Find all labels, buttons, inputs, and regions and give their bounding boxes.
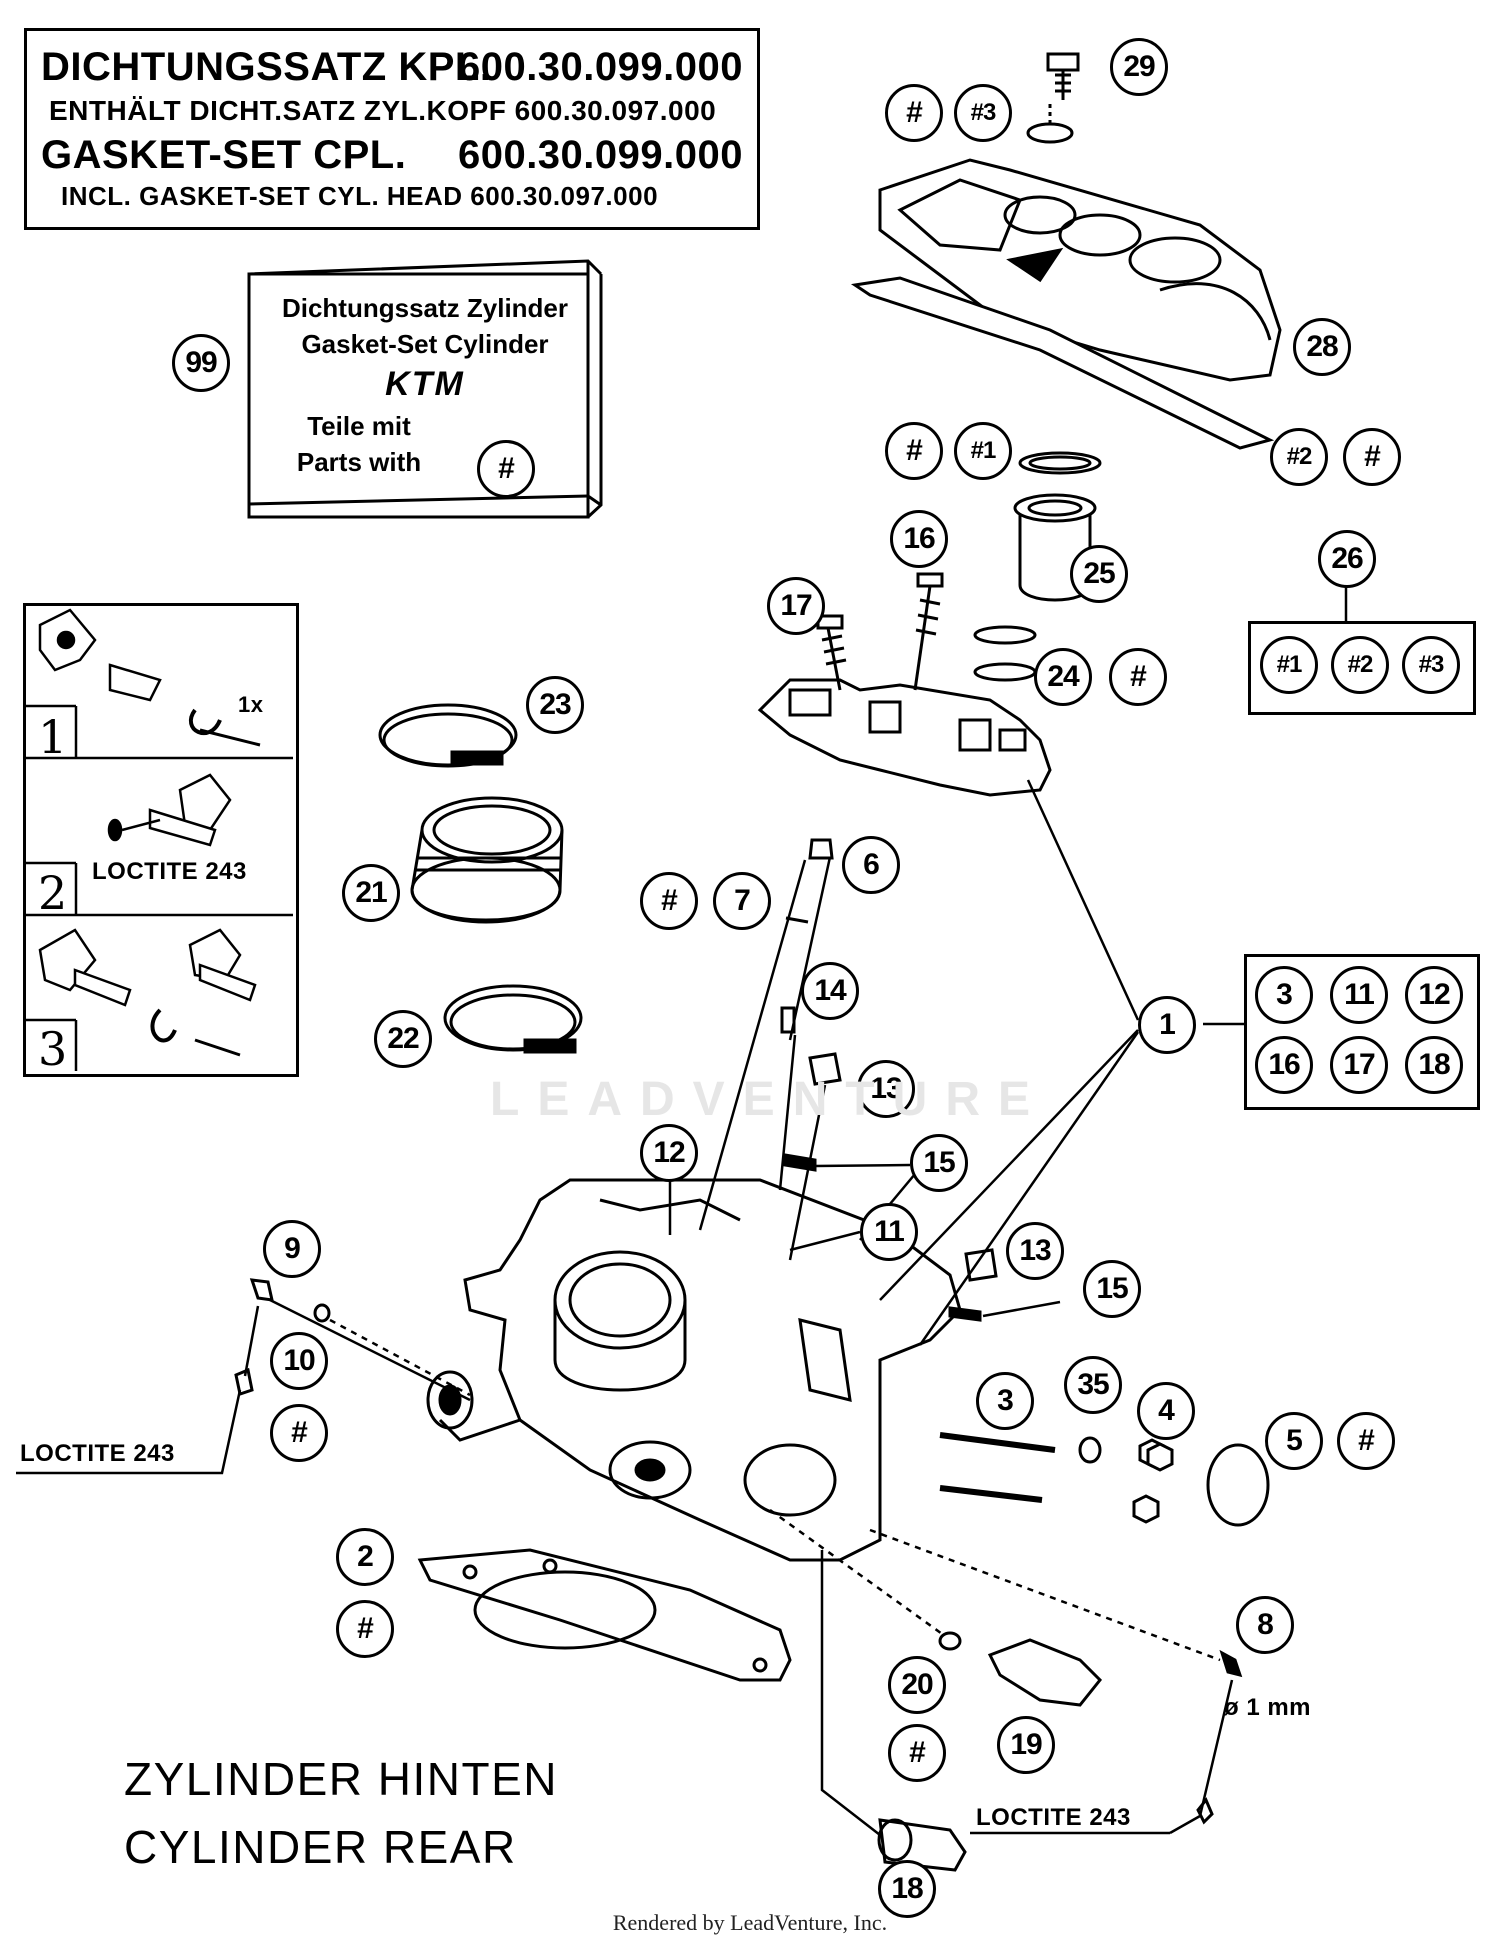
callout-16: 16 bbox=[890, 510, 948, 568]
turn-count-label: 1x bbox=[238, 692, 264, 717]
callout-hash-20: # bbox=[888, 1724, 946, 1782]
callout-5: 5 bbox=[1265, 1412, 1323, 1470]
callout-4: 4 bbox=[1137, 1382, 1195, 1440]
instruction-panel: 1 1x 2 LOCTITE 243 3 bbox=[23, 603, 299, 1077]
callout-15b: 15 bbox=[1083, 1260, 1141, 1318]
callout-7: 7 bbox=[713, 872, 771, 930]
legend-1-item-12: 12 bbox=[1405, 966, 1463, 1024]
loctite-label-left: LOCTITE 243 bbox=[20, 1440, 175, 1467]
callout-hash-5: # bbox=[1337, 1412, 1395, 1470]
callout-20: 20 bbox=[888, 1656, 946, 1714]
callout-hash2-gasket: #2 bbox=[1270, 428, 1328, 486]
callout-1: 1 bbox=[1138, 996, 1196, 1054]
callout-22: 22 bbox=[374, 1010, 432, 1068]
gasket-set-en-label: GASKET-SET CPL. bbox=[41, 133, 407, 177]
footer-credit: Rendered by LeadVenture, Inc. bbox=[612, 1910, 888, 1935]
gasket-kit-box: Dichtungssatz Zylinder Gasket-Set Cylind… bbox=[249, 261, 601, 517]
instruction-step-3: 3 bbox=[38, 1022, 68, 1076]
legend-1-item-16: 16 bbox=[1255, 1036, 1313, 1094]
legend-1-item-3: 3 bbox=[1255, 966, 1313, 1024]
callout-3: 3 bbox=[976, 1372, 1034, 1430]
legend-26-item-2: #2 bbox=[1331, 636, 1389, 694]
callout-hash3-29b: #3 bbox=[954, 84, 1012, 142]
callout-hash-29a: # bbox=[885, 84, 943, 142]
callout-10: 10 bbox=[270, 1332, 328, 1390]
callout-26: 26 bbox=[1318, 530, 1376, 588]
callout-13a: 13 bbox=[857, 1060, 915, 1118]
diagram-title-en: CYLINDER REAR bbox=[124, 1821, 517, 1873]
callout-11: 11 bbox=[860, 1203, 918, 1261]
gasket-set-en-includes: INCL. GASKET-SET CYL. HEAD 600.30.097.00… bbox=[61, 181, 659, 211]
callout-29: 29 bbox=[1110, 38, 1168, 96]
gasket-set-de-label: DICHTUNGSSATZ KPL. bbox=[41, 45, 492, 89]
legend-1-item-17: 17 bbox=[1330, 1036, 1388, 1094]
callout-23: 23 bbox=[526, 676, 584, 734]
callout-2: 2 bbox=[336, 1528, 394, 1586]
watermark: LEADVENTURE bbox=[490, 1073, 1049, 1126]
legend-box-1: 3 11 12 16 17 18 bbox=[1244, 954, 1480, 1110]
kit-box-title-en: Gasket-Set Cylinder bbox=[301, 329, 549, 359]
callout-hash-gasket: # bbox=[1343, 428, 1401, 486]
callout-24: 24 bbox=[1034, 648, 1092, 706]
gasket-set-header-box: DICHTUNGSSATZ KPL. 600.30.099.000 ENTHÄL… bbox=[24, 28, 760, 230]
callout-9: 9 bbox=[263, 1220, 321, 1278]
callout-8: 8 bbox=[1236, 1596, 1294, 1654]
gasket-set-en-number: 600.30.099.000 bbox=[457, 133, 743, 177]
callout-hash-7: # bbox=[640, 872, 698, 930]
callout-hash-24: # bbox=[1109, 648, 1167, 706]
callout-hash-2: # bbox=[336, 1600, 394, 1658]
callout-13b: 13 bbox=[1006, 1222, 1064, 1280]
callout-18: 18 bbox=[878, 1860, 936, 1918]
callout-hash1-seal: #1 bbox=[954, 422, 1012, 480]
instruction-step-2: 2 bbox=[38, 866, 68, 920]
callout-6: 6 bbox=[842, 836, 900, 894]
legend-box-26: #1 #2 #3 bbox=[1248, 621, 1476, 715]
gasket-set-de-number: 600.30.099.000 bbox=[457, 45, 743, 89]
diameter-label: ø 1 mm bbox=[1224, 1694, 1312, 1721]
legend-1-item-11: 11 bbox=[1330, 966, 1388, 1024]
instruction-step-1: 1 bbox=[38, 710, 68, 764]
callout-35: 35 bbox=[1064, 1356, 1122, 1414]
callout-25: 25 bbox=[1070, 545, 1128, 603]
callout-19: 19 bbox=[997, 1716, 1055, 1774]
diagram-title-de: ZYLINDER HINTEN bbox=[124, 1753, 558, 1805]
kit-box-title-de: Dichtungssatz Zylinder bbox=[281, 293, 569, 323]
legend-1-item-18: 18 bbox=[1405, 1036, 1463, 1094]
callout-28: 28 bbox=[1293, 318, 1351, 376]
legend-26-item-1: #1 bbox=[1260, 636, 1318, 694]
callout-hash-10: # bbox=[270, 1404, 328, 1462]
callout-hash-seal: # bbox=[885, 422, 943, 480]
kit-box-parts-de: Teile mit bbox=[307, 411, 411, 441]
gasket-set-de-includes: ENTHÄLT DICHT.SATZ ZYL.KOPF 600.30.097.0… bbox=[49, 95, 717, 126]
callout-17: 17 bbox=[767, 577, 825, 635]
ktm-logo: KTM bbox=[385, 365, 465, 403]
kit-box-parts-en: Parts with bbox=[296, 447, 422, 477]
callout-14: 14 bbox=[801, 962, 859, 1020]
instruction-loctite: LOCTITE 243 bbox=[92, 858, 247, 885]
legend-26-item-3: #3 bbox=[1402, 636, 1460, 694]
callout-12: 12 bbox=[640, 1124, 698, 1182]
loctite-label-bottom: LOCTITE 243 bbox=[976, 1804, 1131, 1831]
kit-box-hash-marker: # bbox=[477, 440, 535, 498]
callout-21: 21 bbox=[342, 864, 400, 922]
callout-99: 99 bbox=[172, 334, 230, 392]
callout-15a: 15 bbox=[910, 1134, 968, 1192]
